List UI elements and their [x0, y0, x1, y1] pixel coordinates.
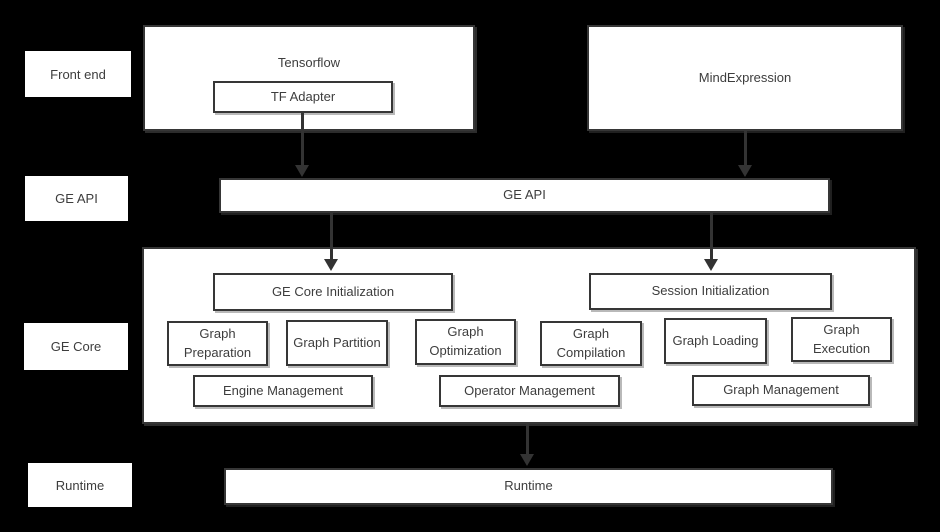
function-box-graph-execution: Graph Execution — [791, 317, 892, 362]
arrow-ge-api-to-ge-core-initialization — [324, 213, 338, 271]
function-box-graph-loading: Graph Loading — [664, 318, 767, 364]
arrow-line — [743, 131, 747, 165]
management-box-graph: Graph Management — [692, 375, 870, 406]
arrow-line — [709, 213, 713, 259]
function-box-graph-preparation: Graph Preparation — [167, 321, 268, 366]
arrow-head-icon — [738, 165, 752, 177]
ge-api-bar: GE API — [219, 178, 830, 213]
tensorflow-label: Tensorflow — [277, 54, 341, 70]
session-initialization-box: Session Initialization — [589, 273, 832, 310]
arrow-tf-adapter-to-ge-api — [295, 113, 309, 177]
arrow-line — [329, 213, 333, 259]
tf-adapter-box: TF Adapter — [213, 81, 393, 113]
mind-expression-box: MindExpression — [587, 25, 903, 131]
layer-label-front-end: Front end — [25, 51, 131, 97]
function-box-graph-optimization: Graph Optimization — [415, 319, 516, 365]
arrow-head-icon — [520, 454, 534, 466]
layer-label-ge-core: GE Core — [24, 323, 128, 370]
arrow-line — [525, 424, 529, 454]
runtime-bar: Runtime — [224, 468, 833, 505]
arrow-mind-expression-to-ge-api — [738, 131, 752, 177]
arrow-line — [300, 113, 304, 165]
arrow-ge-core-to-runtime — [520, 424, 534, 466]
function-box-graph-partition: Graph Partition — [286, 320, 388, 366]
arrow-head-icon — [324, 259, 338, 271]
arrow-ge-api-to-session-initialization — [704, 213, 718, 271]
management-box-engine: Engine Management — [193, 375, 373, 407]
layer-label-ge-api: GE API — [25, 176, 128, 221]
tensorflow-box — [143, 25, 475, 131]
arrow-head-icon — [704, 259, 718, 271]
function-box-graph-compilation: Graph Compilation — [540, 321, 642, 366]
ge-core-initialization-box: GE Core Initialization — [213, 273, 453, 311]
layer-label-runtime: Runtime — [28, 463, 132, 507]
management-box-operator: Operator Management — [439, 375, 620, 407]
arrow-head-icon — [295, 165, 309, 177]
